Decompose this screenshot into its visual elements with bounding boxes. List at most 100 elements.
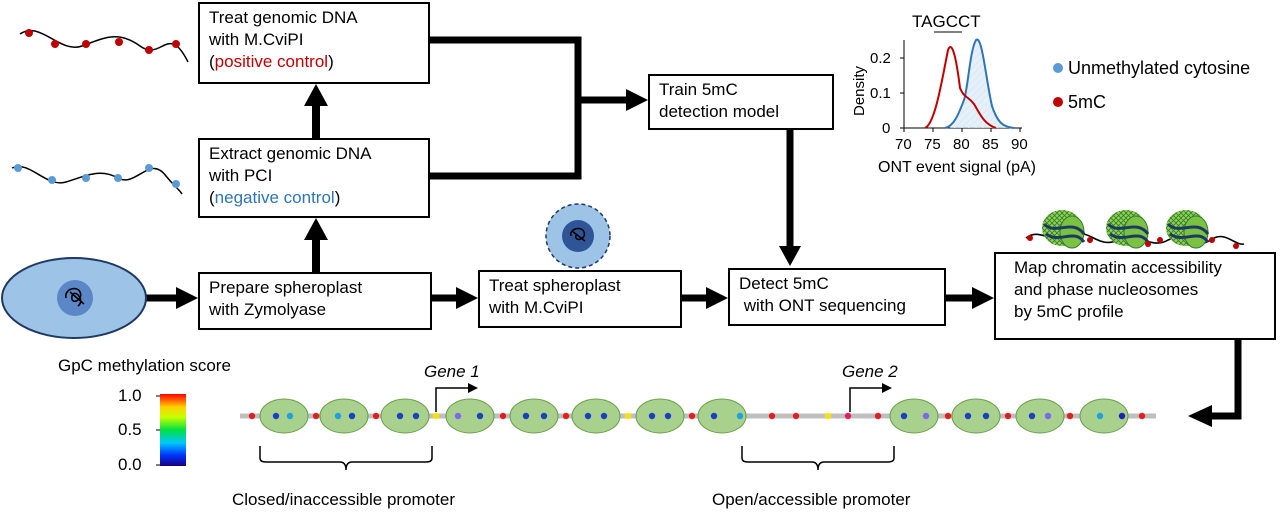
nucleosome: [1106, 210, 1150, 249]
arrow-head: [304, 218, 328, 240]
unmethyl-dot: [114, 174, 122, 182]
scale-title: GpC methylation score: [58, 356, 231, 375]
box-extract-genomic-dna: Extract genomic DNA with PCI (negative c…: [198, 138, 430, 218]
legend-dot-5mc: [1053, 97, 1063, 107]
track-nucleosomes: [259, 398, 1129, 434]
box-line: Detect 5mC: [739, 274, 829, 293]
methyl-dot: [145, 46, 153, 54]
box-treat-genomic-dna: Treat genomic DNA with M.CviPI (positive…: [198, 2, 430, 84]
box-line: Treat genomic DNA: [209, 8, 358, 27]
methyl-dot: [82, 40, 90, 48]
methyl-dot: [1233, 243, 1239, 249]
ytick-0-1: 0.1: [870, 85, 891, 102]
box-line: Map chromatin accessibility: [1014, 258, 1222, 277]
legend-dot-unmethylated: [1053, 63, 1063, 73]
dna-strand-unmethylated: [11, 164, 183, 195]
legend-5mc: 5mC: [1068, 92, 1107, 112]
motif-label: TAGCCT: [912, 12, 981, 31]
box-line: by 5mC profile: [1014, 302, 1124, 321]
methylation-color-scale: [156, 394, 186, 466]
brace-closed: [259, 446, 433, 471]
ytick-0: 0: [882, 120, 891, 137]
negative-control-label: negative control: [214, 188, 335, 207]
connector-treat-to-train: [430, 36, 582, 100]
box-line: (positive control): [209, 52, 334, 71]
open-promoter-label: Open/accessible promoter: [712, 490, 911, 509]
arrow-head: [626, 89, 648, 111]
curve-unmethylated: [944, 38, 1015, 129]
methyl-dot: [1027, 235, 1033, 241]
box-treat-spheroplast: Treat spheroplast with M.CviPI: [478, 270, 682, 328]
box-line: Extract genomic DNA: [209, 144, 372, 163]
box-line: detection model: [659, 102, 780, 121]
xtick-90: 90: [1011, 136, 1028, 153]
scale-tick-0: 0.0: [118, 455, 142, 474]
box-train-model: Train 5mC detection model: [648, 74, 834, 130]
methyl-dot: [1157, 237, 1163, 243]
curve-methylated: [924, 46, 997, 129]
gene-2-label: Gene 2: [842, 362, 898, 381]
xtick-80: 80: [953, 136, 970, 153]
methyl-dot: [172, 40, 180, 48]
methyl-dot: [1209, 237, 1215, 243]
box-line: and phase nucleosomes: [1014, 280, 1199, 299]
ytick-0-2: 0.2: [870, 50, 891, 67]
track-sites: [248, 412, 1146, 420]
scale-tick-1: 1.0: [118, 386, 142, 405]
unmethyl-dot: [145, 164, 153, 172]
unmethyl-dot: [82, 174, 90, 182]
box-map-chromatin: Map chromatin accessibility and phase nu…: [994, 252, 1276, 340]
connector-extract-to-train: [430, 100, 582, 180]
methyl-dot: [1087, 237, 1093, 243]
nucleosome-array: [1025, 210, 1245, 249]
arrow-head: [304, 84, 328, 106]
methyl-dot: [1145, 241, 1151, 247]
arrow-map-to-track: [1210, 340, 1242, 420]
xtick-70: 70: [895, 136, 912, 153]
methyl-dot: [25, 29, 33, 37]
xtick-75: 75: [924, 136, 941, 153]
yeast-cell: [1, 257, 147, 339]
unmethyl-dot: [14, 164, 22, 172]
unmethylated-fill-tint: [950, 39, 1012, 128]
box-line: with ONT sequencing: [739, 296, 906, 315]
genome-track: [240, 383, 1156, 471]
arrow-head: [456, 287, 478, 309]
closed-promoter-label: Closed/inaccessible promoter: [232, 490, 455, 509]
arrow-head: [972, 287, 994, 309]
box-line: with Zymolyase: [209, 300, 327, 319]
arrow-head: [779, 246, 801, 266]
tss-arrow-gene2: [849, 387, 884, 412]
density-plot: [900, 31, 1063, 132]
box-line: (negative control): [209, 188, 341, 207]
dna-strand-methylated: [19, 29, 189, 63]
arrow-head: [176, 287, 198, 309]
box-line: with PCI: [209, 166, 273, 185]
density-xlabel: ONT event signal (pA): [878, 159, 1036, 176]
box-line: Prepare spheroplast: [209, 278, 363, 297]
gene-1-label: Gene 1: [424, 362, 480, 381]
brace-open: [741, 446, 895, 471]
box-prepare-spheroplast: Prepare spheroplast with Zymolyase: [198, 272, 432, 330]
positive-control-label: positive control: [214, 52, 329, 71]
tss-arrow-gene1: [435, 387, 470, 412]
scale-tick-0-5: 0.5: [118, 420, 142, 439]
arrow-head: [706, 287, 728, 309]
spheroplast: [545, 203, 611, 269]
methyl-dot: [115, 38, 123, 46]
arrow-head: [1188, 405, 1212, 427]
flow-arrows: [146, 36, 1242, 427]
density-ylabel: Density: [851, 65, 868, 116]
unmethyl-dot: [172, 180, 180, 188]
legend-unmethylated: Unmethylated cytosine: [1068, 58, 1251, 78]
unmethyl-dot: [48, 176, 56, 184]
box-line: Treat spheroplast: [489, 276, 621, 295]
box-detect-5mc: Detect 5mC with ONT sequencing: [728, 268, 946, 326]
xtick-85: 85: [982, 136, 999, 153]
box-line: with M.CviPI: [209, 30, 304, 49]
box-line: with M.CviPI: [489, 298, 584, 317]
motif-underlined: GC: [932, 12, 958, 31]
box-line: Train 5mC: [659, 80, 738, 99]
